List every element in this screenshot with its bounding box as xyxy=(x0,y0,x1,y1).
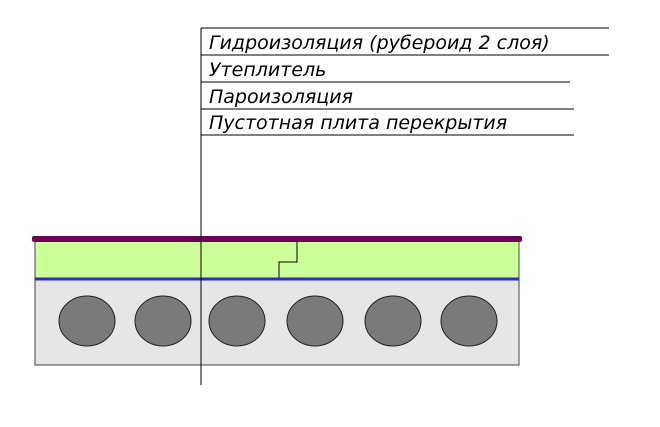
waterproofing-layer xyxy=(32,236,522,242)
label-waterproofing: Гидроизоляция (рубероид 2 слоя) xyxy=(209,32,550,54)
label-hollow-slab: Пустотная плита перекрытия xyxy=(209,112,508,134)
insulation-layer xyxy=(34,240,520,280)
slab-voids xyxy=(58,295,498,347)
hollow-slab-body xyxy=(34,278,520,366)
label-insulation: Утеплитель xyxy=(209,59,327,81)
slab-void xyxy=(364,295,422,347)
slab-void xyxy=(208,295,266,347)
label-vapor-barrier: Пароизоляция xyxy=(209,86,353,108)
insulation-joint xyxy=(278,241,298,279)
slab-void xyxy=(58,295,116,347)
slab-void xyxy=(440,295,498,347)
slab-void xyxy=(286,295,344,347)
slab-void xyxy=(134,295,192,347)
